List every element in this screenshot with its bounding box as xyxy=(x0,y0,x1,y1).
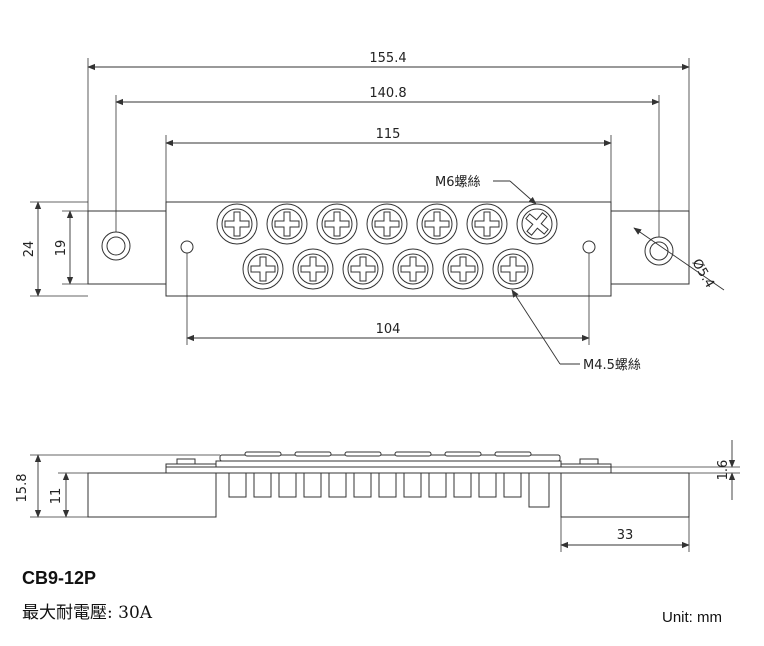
unit-label: Unit: mm xyxy=(662,609,722,626)
m6-screw-head xyxy=(516,203,558,245)
side-screw-head xyxy=(244,451,282,457)
max-rating-spec: 最大耐電壓: 30A xyxy=(22,603,153,623)
dim-hole-diameter: Ø5.4 xyxy=(689,257,717,291)
dim-lower-spacing: 104 xyxy=(376,322,401,337)
top-dimension-lines xyxy=(34,63,725,365)
side-screw-head xyxy=(444,451,482,457)
m45-screw-head xyxy=(242,248,284,290)
side-right-tab xyxy=(560,472,690,518)
terminal-leg-end xyxy=(528,472,550,508)
side-top-rail xyxy=(215,460,562,468)
left-mount-tab xyxy=(87,210,167,285)
terminal-leg xyxy=(428,472,447,498)
side-base-plate xyxy=(165,466,612,474)
terminal-leg xyxy=(328,472,347,498)
dim-total-height: 15.8 xyxy=(15,474,30,503)
dim-tab-thickness: 1.6 xyxy=(716,460,731,481)
m6-screw-head xyxy=(366,203,408,245)
terminal-leg xyxy=(403,472,422,498)
terminal-leg xyxy=(503,472,522,498)
terminal-leg xyxy=(478,472,497,498)
m6-screw-head xyxy=(466,203,508,245)
dim-hole-spacing: 140.8 xyxy=(369,86,406,101)
model-number: CB9-12P xyxy=(22,568,97,588)
dim-overall-height: 24 xyxy=(22,241,37,258)
side-extension-lines xyxy=(30,454,740,552)
side-dimension-lines xyxy=(34,440,736,549)
m6-screw-head xyxy=(416,203,458,245)
callout-m6-screw: M6螺絲 xyxy=(435,175,481,190)
side-screw-heads xyxy=(244,451,532,457)
lower-screw-row xyxy=(242,248,534,290)
terminal-leg xyxy=(278,472,297,498)
side-screw-head xyxy=(394,451,432,457)
dim-body-length: 115 xyxy=(376,127,401,142)
terminal-leg xyxy=(253,472,272,498)
side-screw-head xyxy=(294,451,332,457)
dim-base-height: 11 xyxy=(49,488,64,505)
m45-screw-head xyxy=(292,248,334,290)
terminal-leg xyxy=(303,472,322,498)
terminal-leg xyxy=(378,472,397,498)
callout-m45-screw: M4.5螺絲 xyxy=(583,358,641,373)
top-view xyxy=(87,201,690,297)
side-screw-head xyxy=(494,451,532,457)
side-right-clip xyxy=(579,458,599,465)
m6-screw-head xyxy=(216,203,258,245)
side-screw-head xyxy=(344,451,382,457)
m45-screw-head xyxy=(492,248,534,290)
terminal-leg xyxy=(353,472,372,498)
right-mount-tab xyxy=(610,210,690,285)
dim-overall-length: 155.4 xyxy=(369,51,406,66)
upper-screw-row xyxy=(216,203,558,245)
terminal-leg xyxy=(228,472,247,498)
top-extension-lines xyxy=(30,58,690,345)
terminal-leg xyxy=(453,472,472,498)
m45-screw-head xyxy=(392,248,434,290)
m45-screw-head xyxy=(442,248,484,290)
dim-tab-length: 33 xyxy=(617,528,634,543)
m45-screw-head xyxy=(342,248,384,290)
side-left-clip xyxy=(176,458,196,465)
m6-screw-head xyxy=(316,203,358,245)
side-terminal-legs xyxy=(228,472,550,508)
side-view xyxy=(87,451,690,518)
side-left-tab xyxy=(87,472,217,518)
m6-screw-head xyxy=(266,203,308,245)
dim-body-height: 19 xyxy=(54,240,69,257)
